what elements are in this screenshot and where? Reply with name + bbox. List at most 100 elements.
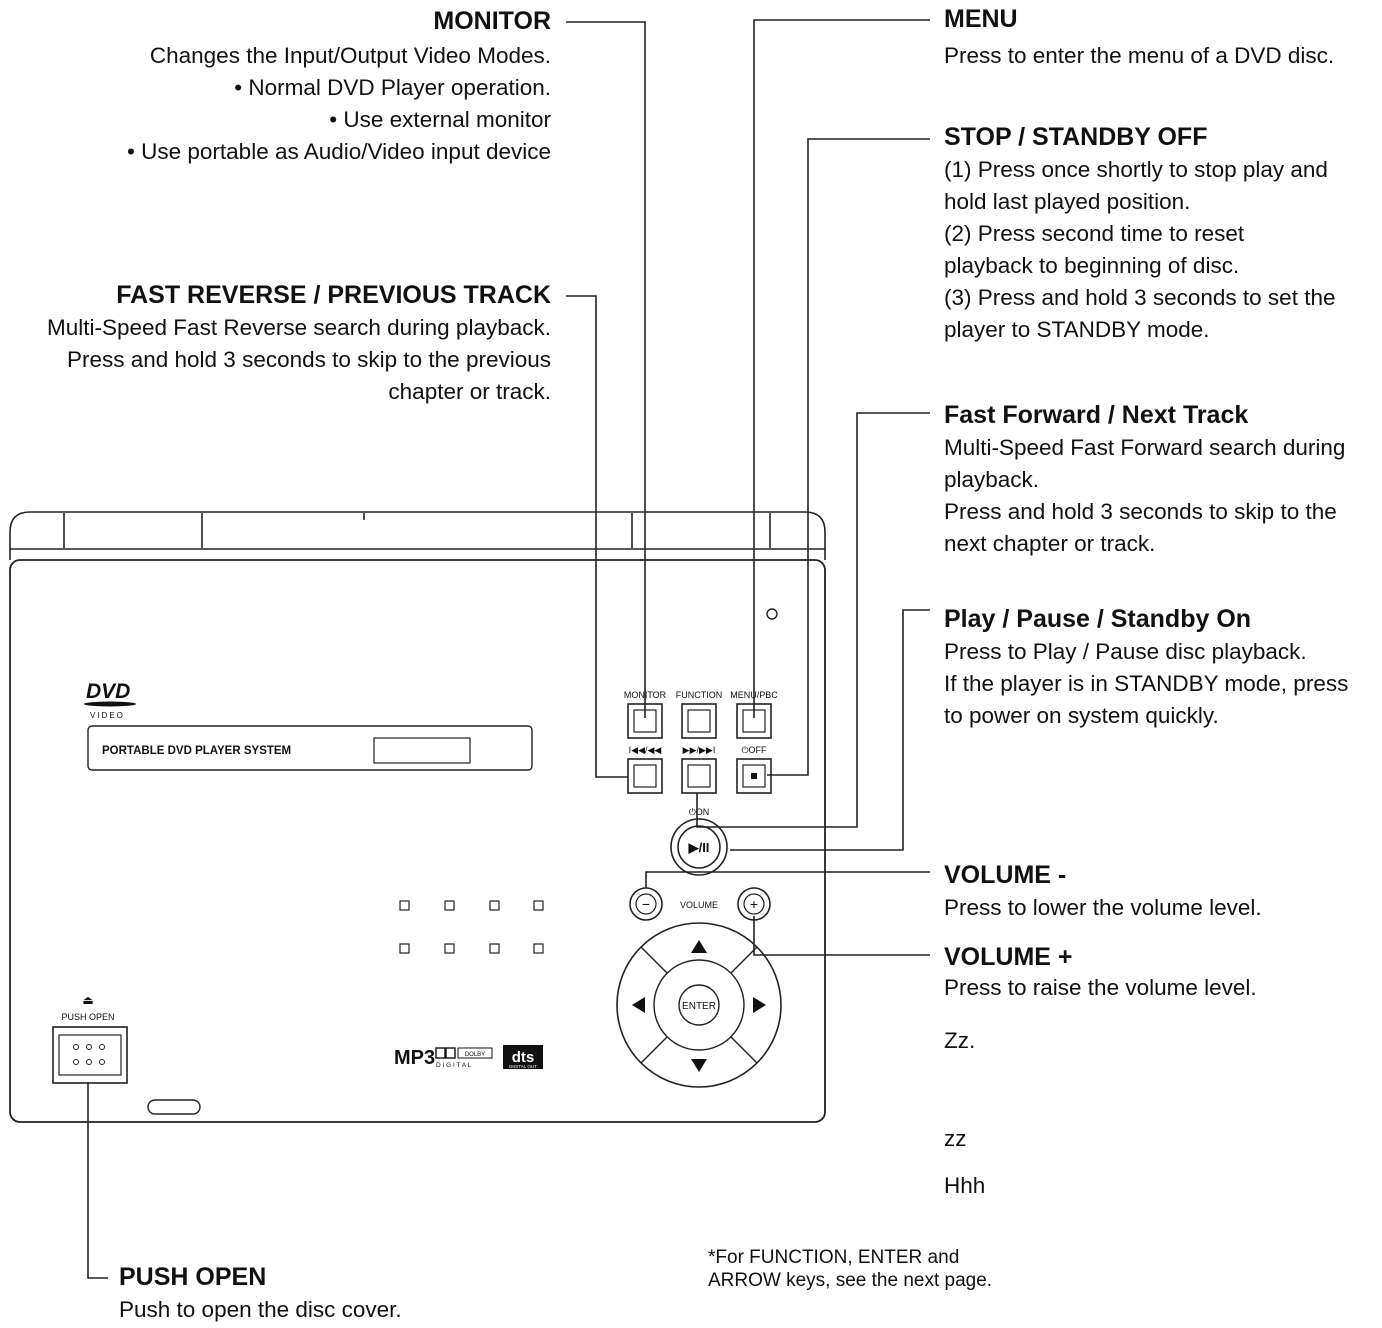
mp3-badge: MP3 — [394, 1047, 435, 1069]
leader-play-pause — [730, 609, 930, 851]
stop-line: (1) Press once shortly to stop play and — [944, 157, 1328, 182]
play-pause-button[interactable]: ▶/II — [670, 818, 728, 876]
monitor-line: • Use portable as Audio/Video input devi… — [127, 139, 551, 164]
arrow-up-button[interactable] — [691, 940, 707, 953]
stop-line: (3) Press and hold 3 seconds to set the — [944, 285, 1336, 310]
menu-line: Press to enter the menu of a DVD disc. — [944, 43, 1335, 68]
dts-sub-text: DIGITAL OUT — [509, 1064, 537, 1069]
volume-minus-line: Press to lower the volume level. — [944, 895, 1262, 920]
volume-plus-line: Press to raise the volume level. — [944, 975, 1257, 1000]
device-lid — [9, 511, 826, 560]
volume-plus-glyph: + — [750, 896, 758, 912]
callout-push-open: PUSH OPEN Push to open the disc cover. — [119, 1262, 539, 1326]
indicator-light — [766, 608, 778, 620]
bottom-latch — [147, 1099, 201, 1115]
push-open-line: Push to open the disc cover. — [119, 1297, 402, 1322]
monitor-title: MONITOR — [433, 7, 551, 35]
next-button[interactable] — [681, 758, 717, 794]
stop-line: (2) Press second time to reset — [944, 221, 1245, 246]
volume-plus-button[interactable]: + — [737, 887, 771, 921]
fast-forward-title: Fast Forward / Next Track — [944, 401, 1249, 429]
function-label: FUNCTION — [676, 690, 723, 700]
monitor-button[interactable] — [627, 703, 663, 739]
enter-label: ENTER — [682, 1001, 716, 1012]
stop-title: STOP / STANDBY OFF — [944, 123, 1208, 151]
callout-monitor: MONITOR Changes the Input/Output Video M… — [0, 6, 551, 168]
stop-line: playback to beginning of disc. — [944, 253, 1240, 278]
device-body — [9, 559, 826, 1123]
arrow-down-button[interactable] — [691, 1059, 707, 1072]
panel-title: PORTABLE DVD PLAYER SYSTEM — [102, 745, 291, 757]
callout-volume-plus: VOLUME + Press to raise the volume level… — [944, 942, 1374, 1004]
dolby-bottom-text: D I G I T A L — [436, 1062, 472, 1069]
volume-minus-title: VOLUME - — [944, 861, 1067, 889]
dolby-top-text: DOLBY — [465, 1052, 485, 1058]
fast-reverse-line: Multi-Speed Fast Reverse search during p… — [47, 315, 551, 340]
volume-label: VOLUME — [680, 900, 718, 910]
display-window — [373, 737, 471, 764]
leader-fast-reverse — [566, 295, 628, 778]
callout-play-pause: Play / Pause / Standby On Press to Play … — [944, 604, 1374, 732]
leader-push-open — [87, 1082, 108, 1279]
stop-line: hold last played position. — [944, 189, 1191, 214]
next-label: ▶▶/▶▶I — [683, 745, 716, 755]
menu-pbc-label: MENU/PBC — [730, 690, 778, 700]
menu-pbc-button[interactable] — [736, 703, 772, 739]
enter-button[interactable]: ENTER — [678, 984, 720, 1026]
stop-line: player to STANDBY mode. — [944, 317, 1210, 342]
push-open-button[interactable] — [52, 1026, 128, 1084]
extra-hhh: Hhh — [944, 1173, 986, 1198]
callout-fast-reverse: FAST REVERSE / PREVIOUS TRACK Multi-Spee… — [0, 280, 551, 408]
push-open-device-label: PUSH OPEN — [61, 1012, 114, 1022]
play-pause-line: If the player is in STANDBY mode, press — [944, 671, 1349, 696]
function-button[interactable] — [681, 703, 717, 739]
callout-fast-forward: Fast Forward / Next Track Multi-Speed Fa… — [944, 400, 1374, 560]
dvd-logo-sub: VIDEO — [90, 711, 125, 720]
footnote-line: ARROW keys, see the next page. — [708, 1270, 993, 1291]
extra-zz1: Zz. — [944, 1028, 976, 1053]
leader-lines — [87, 19, 930, 1279]
fast-reverse-title: FAST REVERSE / PREVIOUS TRACK — [116, 281, 551, 309]
speaker-grid — [399, 900, 544, 954]
volume-minus-glyph: − — [642, 896, 650, 912]
callout-stop: STOP / STANDBY OFF (1) Press once shortl… — [944, 122, 1374, 346]
callout-volume-minus: VOLUME - Press to lower the volume level… — [944, 860, 1374, 924]
dvd-logo: DVD VIDEO — [84, 680, 136, 720]
leader-fast-forward — [696, 412, 930, 828]
play-pause-line: to power on system quickly. — [944, 703, 1219, 728]
menu-title: MENU — [944, 5, 1018, 33]
volume-minus-button[interactable]: − — [629, 887, 663, 921]
monitor-line: Changes the Input/Output Video Modes. — [149, 43, 551, 68]
monitor-line: • Use external monitor — [329, 107, 551, 132]
direction-pad — [616, 922, 782, 1088]
fast-forward-line: Multi-Speed Fast Forward search during — [944, 435, 1346, 460]
leader-volume-plus — [753, 916, 930, 956]
monitor-line: • Normal DVD Player operation. — [234, 75, 551, 100]
dts-text: dts — [512, 1049, 535, 1066]
dts-badge: dts DIGITAL OUT — [503, 1045, 543, 1069]
fast-forward-line: next chapter or track. — [944, 531, 1156, 556]
footnote-line: *For FUNCTION, ENTER and — [708, 1247, 960, 1268]
on-label: ⏻ON — [689, 807, 710, 817]
play-pause-line: Press to Play / Pause disc playback. — [944, 639, 1307, 664]
stop-button[interactable] — [736, 758, 772, 794]
arrow-left-button[interactable] — [632, 997, 645, 1013]
display-panel — [87, 725, 533, 771]
fast-forward-line: playback. — [944, 467, 1040, 492]
play-pause-glyph: ▶/II — [688, 840, 710, 855]
monitor-label: MONITOR — [624, 690, 667, 700]
arrow-right-button[interactable] — [753, 997, 766, 1013]
fast-reverse-line: Press and hold 3 seconds to skip to the … — [66, 347, 551, 372]
leader-stop — [767, 138, 930, 776]
dvd-logo-text: DVD — [86, 680, 130, 703]
eject-icon: ⏏ — [82, 993, 93, 1007]
prev-label: I◀◀/◀◀ — [629, 745, 662, 755]
leader-volume-minus — [645, 871, 930, 888]
push-open-title: PUSH OPEN — [119, 1263, 267, 1291]
prev-button[interactable] — [627, 758, 663, 794]
off-label: ⏻OFF — [741, 745, 767, 755]
callout-menu: MENU Press to enter the menu of a DVD di… — [944, 4, 1374, 72]
extra-zz2: zz — [944, 1126, 967, 1151]
leader-menu — [753, 19, 930, 718]
